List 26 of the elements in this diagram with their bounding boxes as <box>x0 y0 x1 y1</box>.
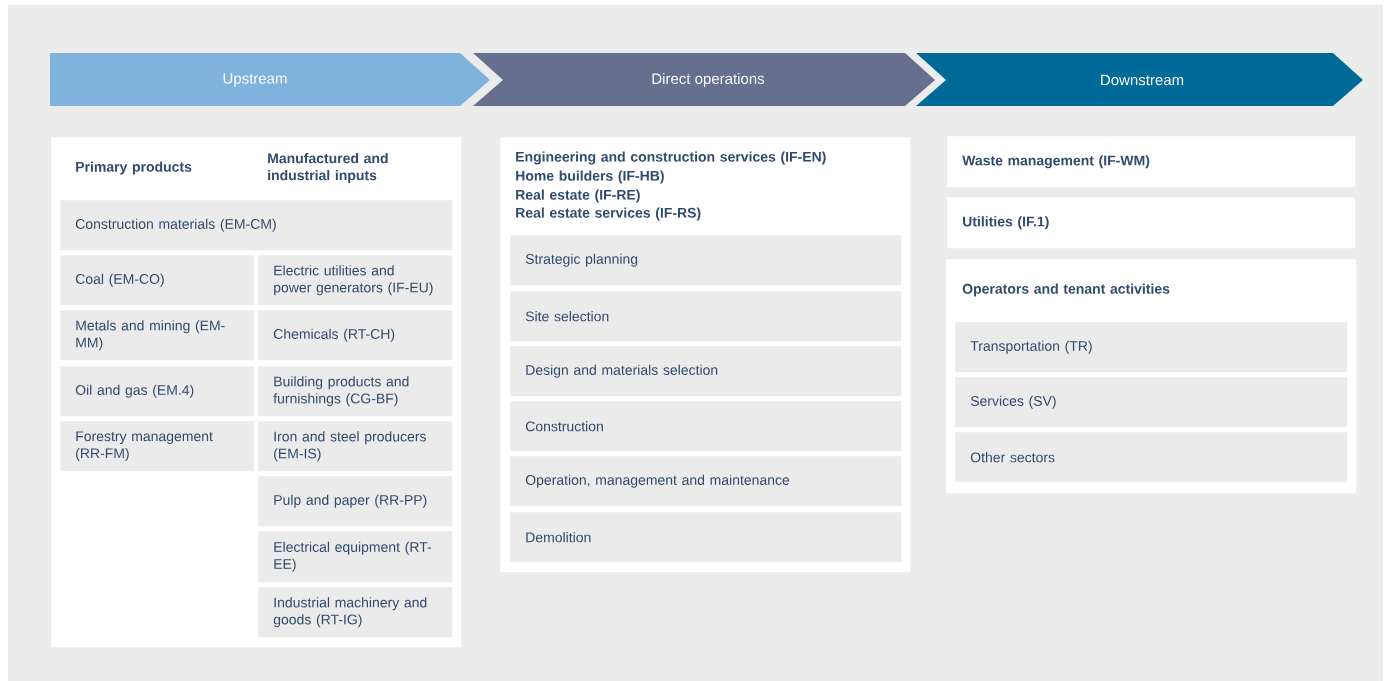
sector-cell: Metals and mining (EM-MM) <box>60 310 255 361</box>
category-box: Utilities (IF.1) <box>947 197 1356 249</box>
sector-cell: Design and materials selection <box>510 346 902 397</box>
sector-cell: Iron and steel producers (EM-IS) <box>258 421 453 472</box>
sector-cell: Other sectors <box>955 432 1348 483</box>
sector-cell: Site selection <box>510 291 902 342</box>
sector-cell: Construction <box>510 401 902 452</box>
sector-cell: Industrial machinery and goods (RT-IG) <box>258 587 453 638</box>
stage-band: Downstream <box>916 53 1363 106</box>
sector-cell: Demolition <box>510 512 902 563</box>
sector-cell: Pulp and paper (RR-PP) <box>258 476 453 527</box>
sector-cell: Strategic planning <box>510 235 902 286</box>
sector-cell: Construction materials (EM-CM) <box>60 200 453 251</box>
sector-cell: Operation, management and maintenance <box>510 456 902 507</box>
stage-band: Upstream <box>50 53 490 106</box>
sector-cell: Electrical equipment (RT-EE) <box>258 531 453 583</box>
sector-cell: Oil and gas (EM.4) <box>60 366 255 417</box>
sector-cell: Forestry management (RR-FM) <box>60 421 255 472</box>
sector-cell: Transportation (TR) <box>955 322 1348 373</box>
sector-cell: Coal (EM-CO) <box>60 255 255 306</box>
category-box: Waste management (IF-WM) <box>947 136 1356 188</box>
sector-cell: Chemicals (RT-CH) <box>258 310 453 361</box>
sector-cell: Building products and furnishings (CG-BF) <box>258 366 453 417</box>
sector-cell: Services (SV) <box>955 377 1348 428</box>
stage-band: Direct operations <box>473 53 935 106</box>
sector-cell: Electric utilities and power generators (IF-EU) <box>258 255 453 306</box>
